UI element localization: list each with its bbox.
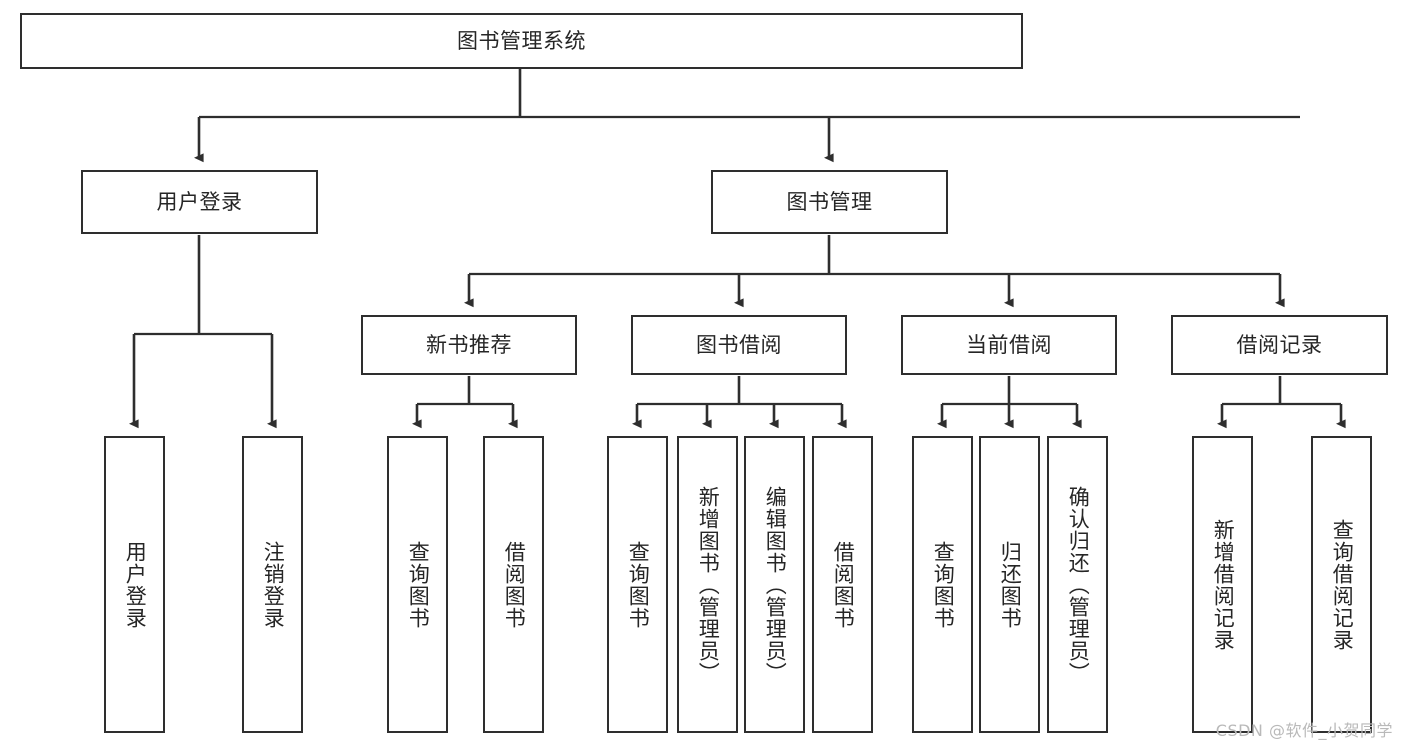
node-leaf-query-book-3[interactable]: 查询图书 [912,436,973,733]
node-leaf-logout-label: 注销登录 [261,540,286,629]
node-borrow-record-label: 借阅记录 [1236,332,1323,357]
node-leaf-query-book-3-label: 查询图书 [931,540,956,629]
node-leaf-user-login[interactable]: 用户登录 [104,436,165,733]
node-leaf-query-record[interactable]: 查询借阅记录 [1311,436,1372,733]
node-book-borrow-label: 图书借阅 [696,332,782,357]
node-current-borrow-label: 当前借阅 [966,332,1052,357]
node-borrow-record[interactable]: 借阅记录 [1171,315,1388,375]
node-leaf-borrow-book-2[interactable]: 借阅图书 [812,436,873,733]
node-book-manage-label: 图书管理 [786,189,873,214]
node-leaf-add-record[interactable]: 新增借阅记录 [1192,436,1253,733]
node-leaf-confirm-return-label: 确认归还（管理员） [1066,485,1091,684]
node-leaf-query-record-label: 查询借阅记录 [1330,518,1355,651]
node-leaf-query-book-2-label: 查询图书 [626,540,651,629]
node-leaf-edit-book-label: 编辑图书（管理员） [763,485,788,684]
node-leaf-user-login-label: 用户登录 [123,540,148,629]
node-leaf-query-book-1-label: 查询图书 [406,540,431,629]
node-leaf-query-book-2[interactable]: 查询图书 [607,436,668,733]
node-leaf-borrow-book-2-label: 借阅图书 [831,540,856,629]
csdn-watermark: CSDN @软件_小贺同学 [1215,721,1393,740]
node-current-borrow[interactable]: 当前借阅 [901,315,1117,375]
node-leaf-logout[interactable]: 注销登录 [242,436,303,733]
node-leaf-borrow-book-1[interactable]: 借阅图书 [483,436,544,733]
node-leaf-add-record-label: 新增借阅记录 [1211,518,1236,651]
node-leaf-edit-book[interactable]: 编辑图书（管理员） [744,436,805,733]
node-root[interactable]: 图书管理系统 [20,13,1023,69]
node-leaf-add-book-label: 新增图书（管理员） [696,485,721,684]
node-book-manage[interactable]: 图书管理 [711,170,948,234]
node-new-book-rec-label: 新书推荐 [426,332,512,357]
node-leaf-borrow-book-1-label: 借阅图书 [502,540,527,629]
node-leaf-query-book-1[interactable]: 查询图书 [387,436,448,733]
node-leaf-return-book[interactable]: 归还图书 [979,436,1040,733]
node-leaf-add-book[interactable]: 新增图书（管理员） [677,436,738,733]
node-leaf-return-book-label: 归还图书 [998,540,1023,629]
node-book-borrow[interactable]: 图书借阅 [631,315,847,375]
node-root-label: 图书管理系统 [457,28,586,53]
node-user-login-label: 用户登录 [156,189,243,214]
node-leaf-confirm-return[interactable]: 确认归还（管理员） [1047,436,1108,733]
node-new-book-rec[interactable]: 新书推荐 [361,315,577,375]
node-user-login[interactable]: 用户登录 [81,170,318,234]
